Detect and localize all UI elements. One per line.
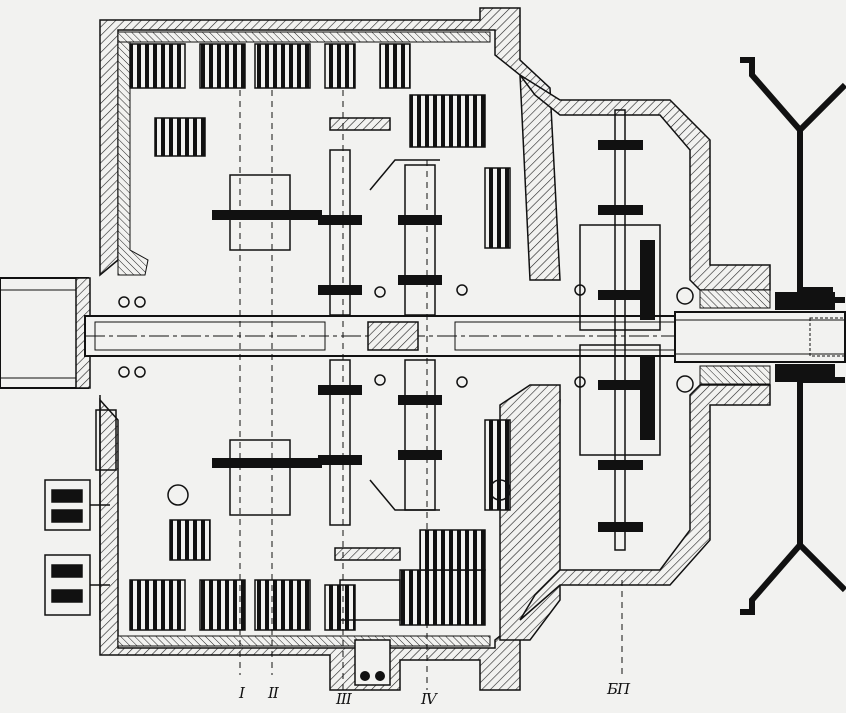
- gearbox-housing-bottom: [99, 384, 561, 691]
- section-label-ii: II: [268, 684, 279, 702]
- hydraulic-valve-stack: [44, 395, 117, 620]
- gearbox-housing-top: [99, 7, 561, 281]
- clutch-packs-top: [129, 43, 511, 249]
- shift-mechanism: [339, 579, 401, 686]
- clutch-packs-bottom: [129, 419, 511, 631]
- section-marker-lines: [239, 90, 623, 690]
- input-shaft-housing: [0, 277, 91, 389]
- section-label-iv: IV: [421, 690, 437, 708]
- transfer-case-housing: [519, 74, 771, 621]
- output-flange: [740, 57, 846, 615]
- transfer-case-gears: [579, 109, 661, 551]
- transfer-case-label: БП: [607, 680, 630, 698]
- main-shaft: [84, 311, 846, 363]
- section-label-iii: III: [336, 690, 352, 708]
- section-label-i: I: [239, 684, 245, 702]
